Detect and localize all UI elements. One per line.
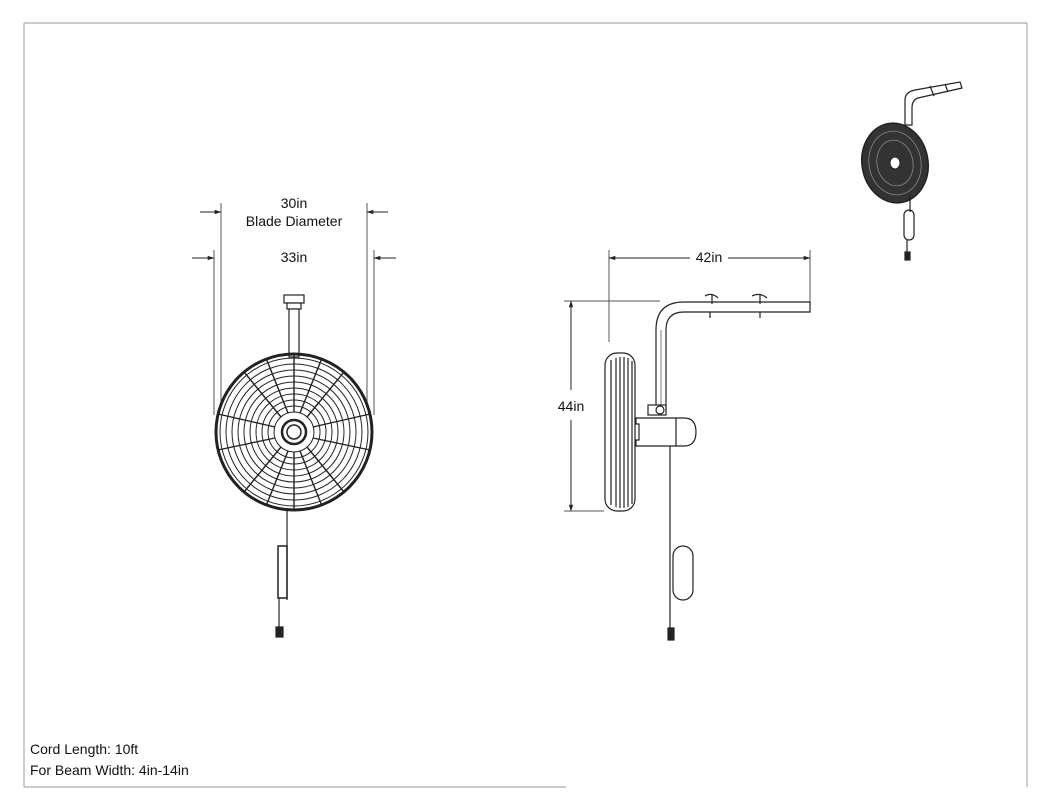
overall-width-value: 33in (281, 249, 307, 265)
sheet-frame (23, 22, 1028, 788)
overall-width-dimension (192, 250, 396, 415)
front-view: 30in Blade Diameter 33in (192, 195, 396, 638)
side-view: 42in 44in (558, 249, 811, 641)
front-fan-guard (214, 352, 374, 512)
beam-width-note: For Beam Width: 4in-14in (30, 762, 189, 778)
iso-power-cord (903, 195, 915, 261)
iso-mount-arm (904, 81, 963, 126)
height-value: 44in (558, 398, 584, 414)
height-dimension (564, 300, 660, 512)
blade-diameter-label: Blade Diameter (246, 213, 343, 229)
front-power-cord (275, 510, 288, 638)
side-fan-guard (604, 352, 636, 512)
isometric-view (861, 81, 963, 261)
arm-length-value: 42in (696, 249, 722, 265)
blade-diameter-dimension (200, 203, 388, 408)
side-mount-arm (655, 293, 811, 411)
arm-length-dimension (608, 250, 811, 342)
front-mount-pole (283, 294, 305, 358)
iso-fan-guard (861, 122, 929, 204)
side-power-cord (667, 446, 694, 641)
blade-diameter-value: 30in (281, 195, 307, 211)
side-motor (632, 404, 697, 447)
cord-length-note: Cord Length: 10ft (30, 741, 138, 757)
